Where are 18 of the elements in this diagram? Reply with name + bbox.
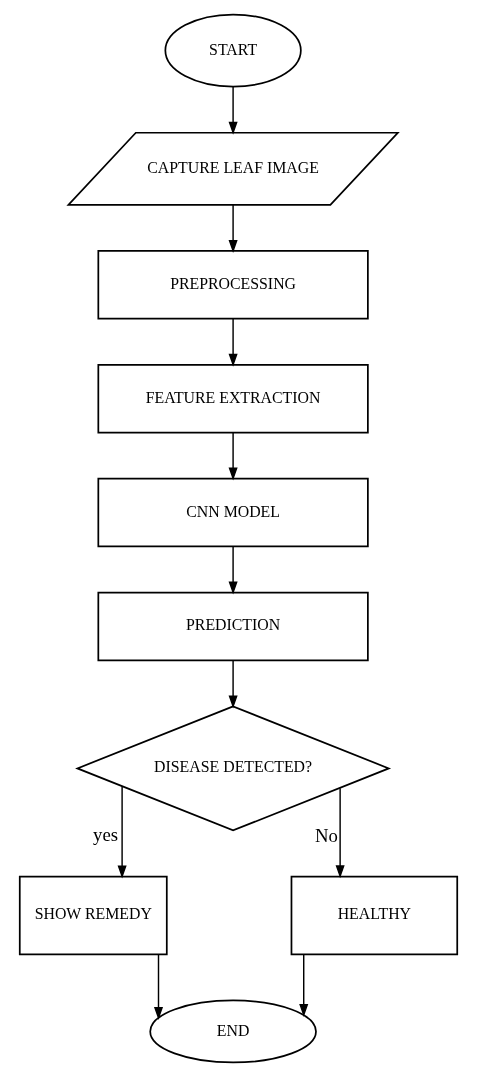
node-ellipse: START <box>164 13 302 88</box>
arrow <box>153 954 164 1020</box>
arrow <box>228 85 238 135</box>
node-box: FEATURE EXTRACTION <box>97 363 369 434</box>
arrow <box>335 787 345 879</box>
arrow <box>228 204 238 253</box>
node-ellipse: END <box>149 999 317 1064</box>
arrow <box>299 954 309 1018</box>
arrow <box>228 546 238 595</box>
arrow <box>228 659 238 709</box>
node-box: HEALTHY <box>290 875 459 956</box>
node-box: PREPROCESSING <box>97 250 369 320</box>
node-box: CNN MODEL <box>97 477 369 548</box>
arrow <box>117 785 127 879</box>
arrow <box>228 318 238 367</box>
node-box: PREDICTION <box>97 591 369 662</box>
arrow <box>228 432 238 481</box>
node-box: SHOW REMEDY <box>18 875 168 956</box>
